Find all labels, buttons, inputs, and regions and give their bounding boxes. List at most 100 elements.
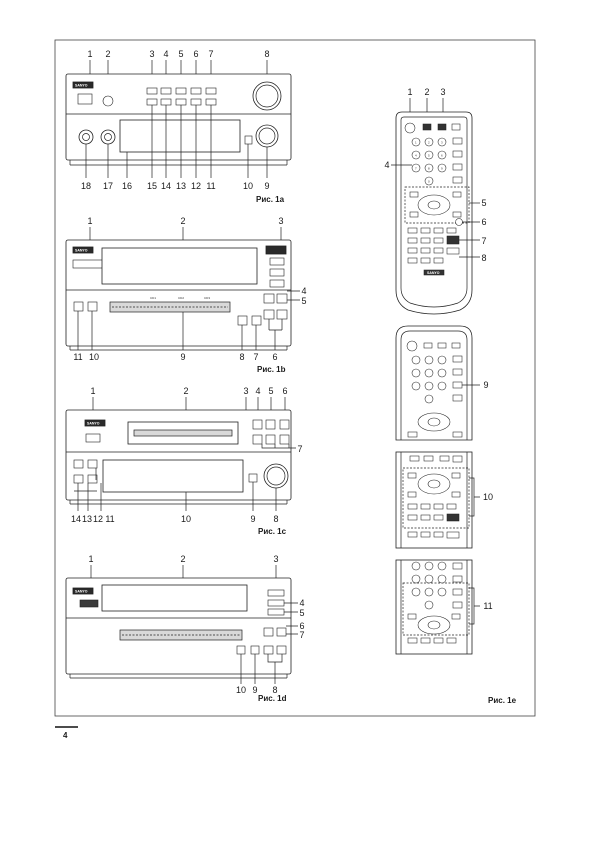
fig1a-display-window xyxy=(119,119,241,153)
callout-1d-7: 7 xyxy=(299,630,304,640)
callout-1c-9: 9 xyxy=(250,514,255,524)
callout-1c-7: 7 xyxy=(297,444,302,454)
fig1a-logo-badge xyxy=(72,81,94,89)
fig1d-tape-slot xyxy=(119,629,243,641)
fig1c-small-button xyxy=(248,473,258,483)
fig1b-logo: SANYO xyxy=(75,249,88,253)
figure-1a: 1 2 3 4 5 6 7 8 SANYO xyxy=(65,49,292,204)
callout-1c-6: 6 xyxy=(282,386,287,396)
callout-1d-5: 5 xyxy=(299,608,304,618)
remote-detail-11-keys xyxy=(407,561,463,644)
fig1a-small-button xyxy=(244,135,253,145)
callout-1d-8: 8 xyxy=(272,685,277,695)
callout-1b-8: 8 xyxy=(239,352,244,362)
callout-1a-3: 3 xyxy=(149,49,154,59)
remote-key-1: 1 xyxy=(415,141,417,145)
callout-1a-9: 9 xyxy=(264,181,269,191)
callout-1e-9: 9 xyxy=(483,380,488,390)
fig1c-logo: SANYO xyxy=(87,422,100,426)
remote-keypad: 1 2 3 4 5 6 7 8 9 0 xyxy=(411,137,447,186)
callout-1b-9: 9 xyxy=(180,352,185,362)
fig1b-logo-badge xyxy=(72,246,94,254)
callout-1c-4: 4 xyxy=(255,386,260,396)
callout-1c-13: 13 xyxy=(82,514,92,524)
callout-1b-5: 5 xyxy=(301,296,306,306)
caption-fig-1b: Рис. 1b xyxy=(257,365,286,374)
callout-1e-4: 4 xyxy=(384,160,389,170)
remote-key-6: 6 xyxy=(441,154,443,158)
remote-detail-10-keys xyxy=(407,455,463,539)
remote-key-9: 9 xyxy=(441,167,443,171)
callout-1c-12: 12 xyxy=(93,514,103,524)
callout-1d-3: 3 xyxy=(273,554,278,564)
callout-1a-5: 5 xyxy=(178,49,183,59)
fig1d-display-window xyxy=(101,584,248,612)
callout-1a-6: 6 xyxy=(193,49,198,59)
fig1c-volume-knob xyxy=(263,463,289,489)
figure-frame xyxy=(54,39,536,717)
callout-1a-2: 2 xyxy=(105,49,110,59)
caption-fig-1a: Рис. 1а xyxy=(256,195,285,204)
callout-1b-10: 10 xyxy=(89,352,99,362)
fig1b-preset-badge xyxy=(265,245,287,255)
callout-1b-3: 3 xyxy=(278,216,283,226)
callout-1c-8: 8 xyxy=(273,514,278,524)
callout-1b-11: 11 xyxy=(73,352,82,362)
fig1a-mic-jack xyxy=(100,129,116,145)
callout-1a-17: 17 xyxy=(103,181,113,191)
fig1b-display-window xyxy=(101,247,258,285)
callout-1c-2: 2 xyxy=(183,386,188,396)
callout-1a-18: 18 xyxy=(81,181,91,191)
callout-1b-7: 7 xyxy=(253,352,258,362)
figure-1e: 1 2 3 1 2 3 4 5 6 7 8 9 0 4 xyxy=(384,87,516,705)
callout-1d-6: 6 xyxy=(299,621,304,631)
figure-1c: 1 2 3 4 5 6 SANYO 7 14 13 12 11 10 9 8 xyxy=(65,386,303,536)
callout-1e-6: 6 xyxy=(481,217,486,227)
fig1a-volume-knob xyxy=(252,81,282,111)
callout-1d-2: 2 xyxy=(180,554,185,564)
callout-1d-1: 1 xyxy=(88,554,93,564)
fig1a-power-button xyxy=(77,93,93,105)
svg-text:CD1: CD1 xyxy=(150,296,156,300)
callout-1e-8: 8 xyxy=(481,253,486,263)
fig1a-phones-jack xyxy=(78,129,94,145)
callout-1e-11: 11 xyxy=(483,601,492,611)
remote-detail-9-keys xyxy=(406,340,463,438)
callout-1c-14: 14 xyxy=(71,514,81,524)
remote-key-3: 3 xyxy=(441,141,443,145)
fig1b-power-button xyxy=(72,259,104,269)
callout-1c-10: 10 xyxy=(181,514,191,524)
callout-1b-6: 6 xyxy=(272,352,277,362)
callout-1a-8: 8 xyxy=(264,49,269,59)
fig1d-logo-badge xyxy=(72,587,94,595)
callout-1e-5: 5 xyxy=(481,198,486,208)
remote-logo-badge xyxy=(423,269,445,276)
callout-1c-3: 3 xyxy=(243,386,248,396)
callout-1b-4: 4 xyxy=(301,286,306,296)
callout-1b-2: 2 xyxy=(180,216,185,226)
fig1a-sensor xyxy=(102,95,114,107)
callout-1a-10: 10 xyxy=(243,181,253,191)
callout-1a-1: 1 xyxy=(87,49,92,59)
callout-1e-3: 3 xyxy=(440,87,445,97)
callout-1a-16: 16 xyxy=(122,181,132,191)
fig1d-logo: SANYO xyxy=(75,590,88,594)
callout-1a-7: 7 xyxy=(208,49,213,59)
page-number: 4 xyxy=(63,731,68,740)
svg-text:CD3: CD3 xyxy=(204,296,210,300)
callout-1c-1: 1 xyxy=(90,386,95,396)
callout-1e-10: 10 xyxy=(483,492,493,502)
caption-fig-1d: Рис. 1d xyxy=(258,694,287,703)
callout-1c-5: 5 xyxy=(268,386,273,396)
callout-1e-2: 2 xyxy=(424,87,429,97)
callout-1a-15: 15 xyxy=(147,181,157,191)
fig1c-logo-badge xyxy=(84,419,106,427)
svg-text:CD2: CD2 xyxy=(178,296,184,300)
fig1c-power-button xyxy=(85,433,101,443)
fig1b-left-button-b xyxy=(87,301,98,312)
callout-1a-11: 11 xyxy=(206,181,215,191)
callout-1d-9: 9 xyxy=(252,685,257,695)
remote-power-key xyxy=(404,122,416,134)
fig1b-left-button-a xyxy=(73,301,84,312)
